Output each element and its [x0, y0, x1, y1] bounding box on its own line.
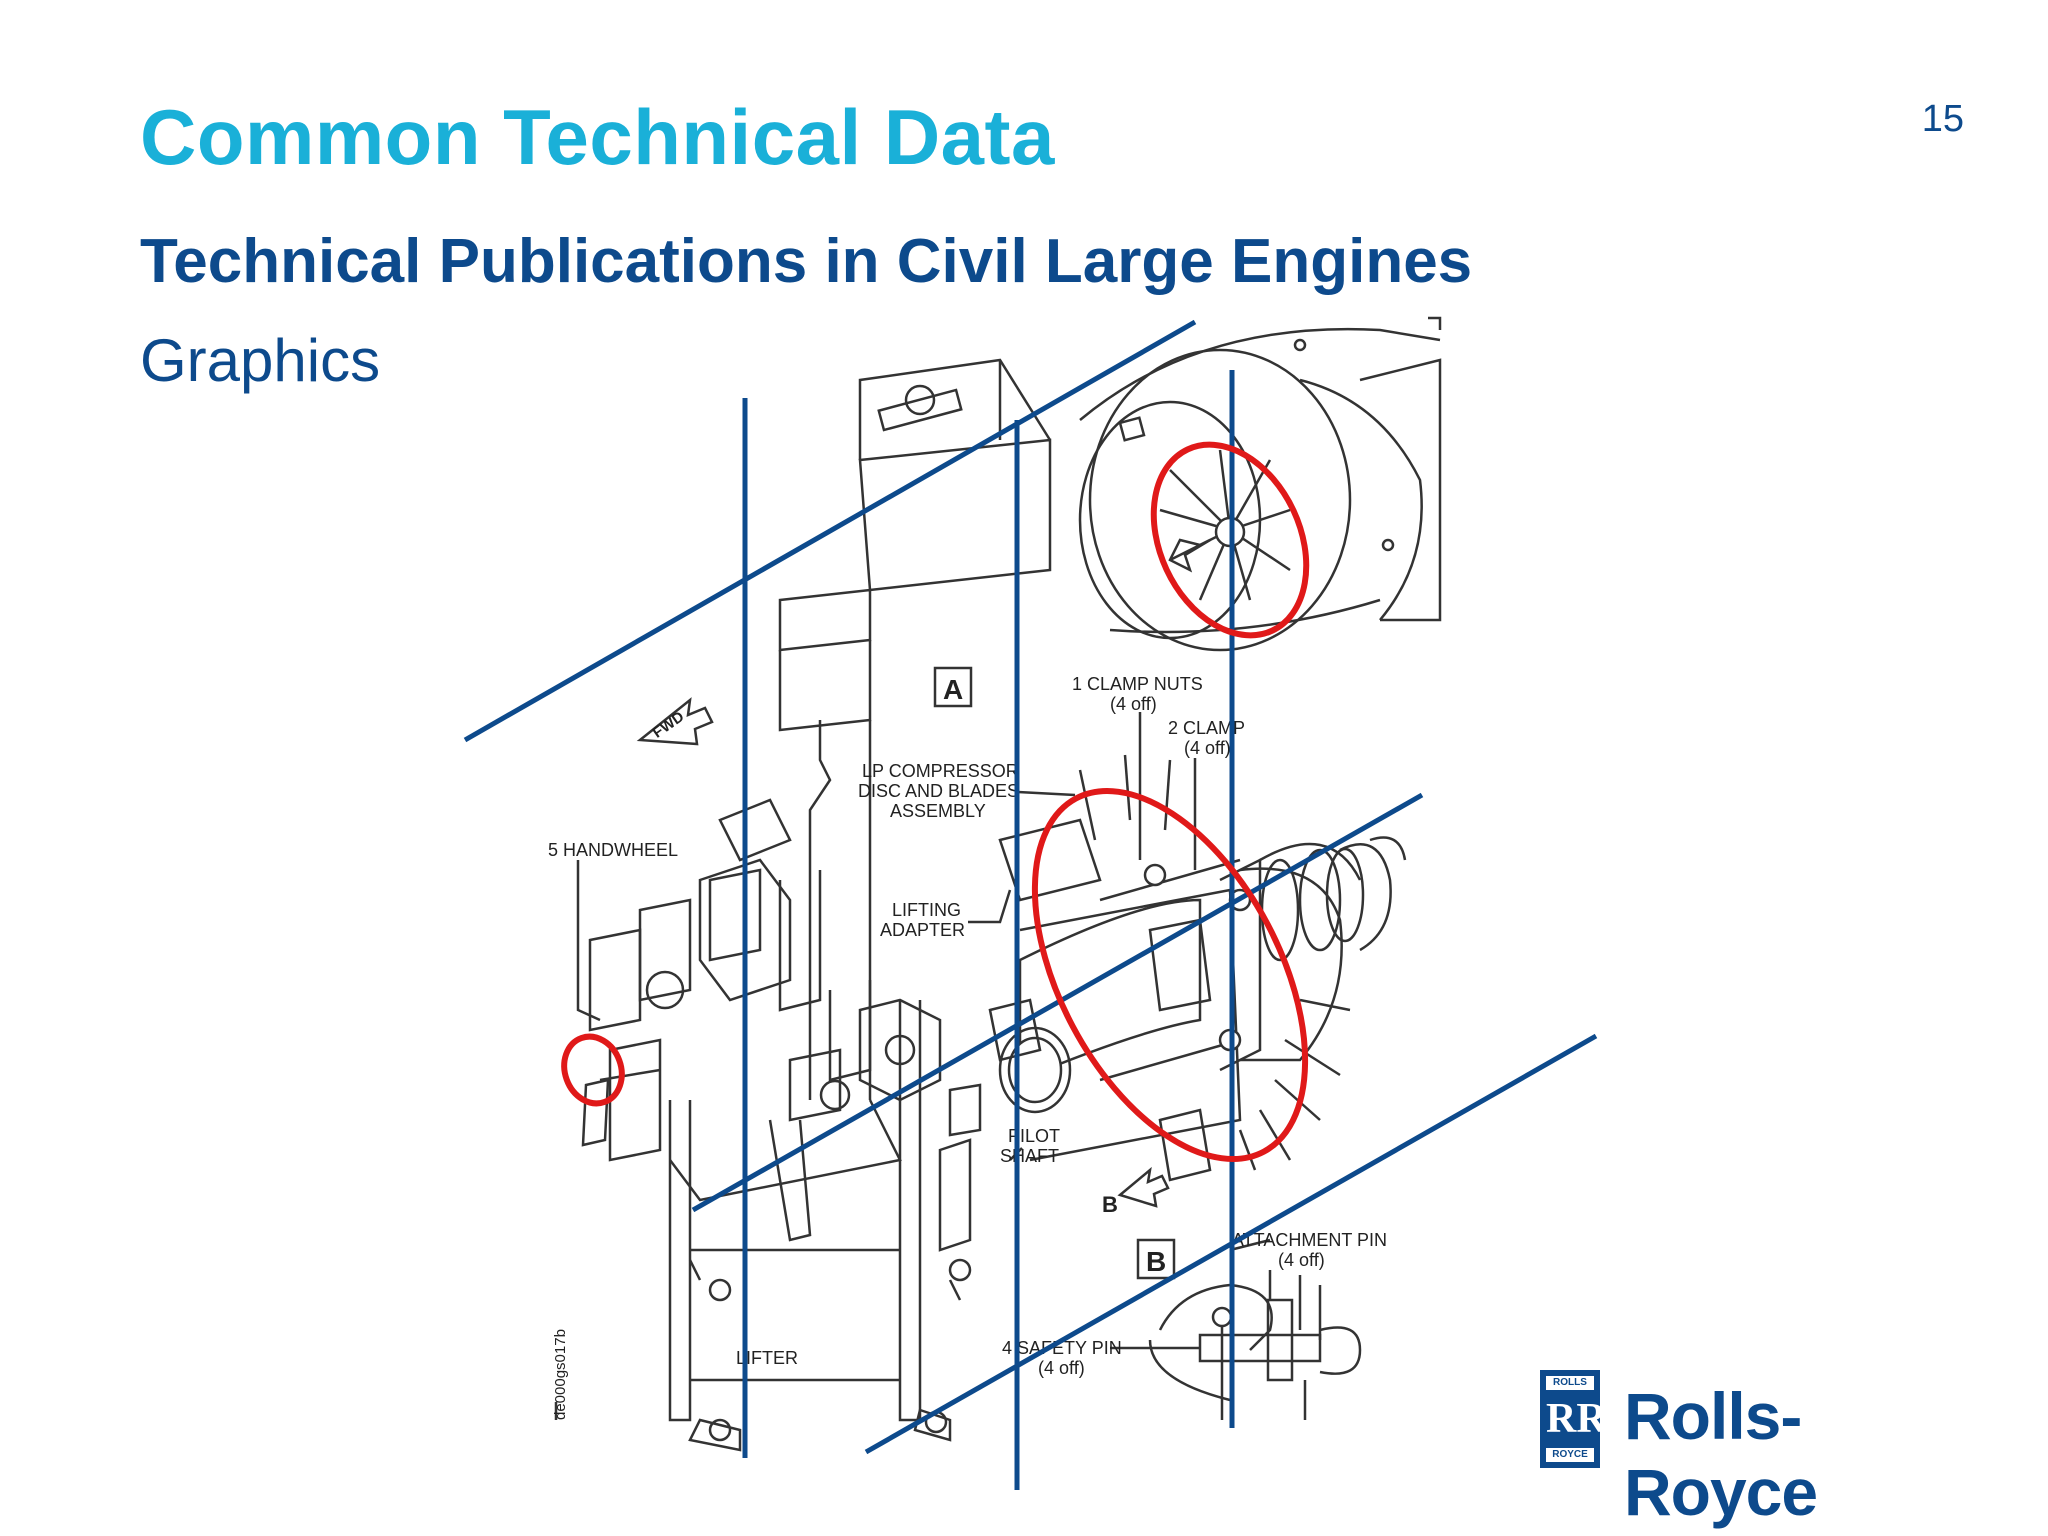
lifting-label: LIFTING — [892, 900, 961, 920]
shaft-label: SHAFT — [1000, 1146, 1059, 1166]
guide-line — [691, 792, 1424, 1213]
drawing-id-label: de000gs017b — [552, 1329, 569, 1420]
view-b-label: B — [1136, 1238, 1176, 1280]
rolls-royce-logo: ROLLS RR ROYCE Rolls-Royce — [1540, 1370, 1960, 1529]
attachment-pin-qty: (4 off) — [1278, 1250, 1325, 1270]
compressor-blades — [1078, 754, 1351, 1171]
clamp-nuts-label: 1 CLAMP NUTS — [1072, 674, 1203, 694]
logo-wordmark: Rolls-Royce — [1624, 1379, 1818, 1529]
arrow-b-label: B — [1102, 1192, 1118, 1217]
logo-badge: ROLLS RR ROYCE — [1540, 1370, 1607, 1468]
adapter-label: ADAPTER — [880, 920, 965, 940]
assembly-label: ASSEMBLY — [890, 801, 986, 821]
view-a-label: A — [933, 666, 973, 708]
guide-line — [463, 319, 1197, 743]
slide-title: Common Technical Data — [140, 93, 1055, 181]
clamp-qty: (4 off) — [1184, 738, 1231, 758]
handwheel-label: 5 HANDWHEEL — [548, 840, 678, 860]
lifter-label: LIFTER — [736, 1348, 798, 1368]
detail-b-drawing — [1148, 1270, 1362, 1420]
clamp-label: 2 CLAMP — [1168, 718, 1245, 738]
engine-drawing — [1078, 316, 1442, 652]
lp-compressor-label: LP COMPRESSOR — [862, 761, 1019, 781]
logo-badge-bottom: ROYCE — [1546, 1448, 1594, 1462]
logo-badge-top: ROLLS — [1546, 1376, 1594, 1390]
highlight-markers — [561, 441, 1310, 1162]
highlight-lifting-adapter — [1031, 788, 1309, 1162]
disc-blades-label: DISC AND BLADES — [858, 781, 1019, 801]
clamp-nuts-qty: (4 off) — [1110, 694, 1157, 714]
attachment-pin-label: ATTACHMENT PIN — [1232, 1230, 1387, 1250]
section-heading: Graphics — [140, 327, 381, 394]
lifter-drawing — [581, 358, 1052, 1452]
safety-pin-qty: (4 off) — [1038, 1358, 1085, 1378]
svg-text:B: B — [1146, 1246, 1166, 1277]
leader-lines — [554, 712, 1271, 1420]
slide-subtitle: Technical Publications in Civil Large En… — [140, 227, 1473, 296]
slide-number: 15 — [1921, 98, 1964, 140]
guide-lines — [463, 319, 1598, 1490]
highlight-fan-hub — [1150, 441, 1310, 639]
safety-pin-label: 4 SAFETY PIN — [1002, 1338, 1122, 1358]
svg-text:A: A — [943, 674, 963, 705]
logo-monogram: RR — [1546, 1396, 1607, 1442]
highlight-handwheel — [561, 1033, 625, 1107]
pilot-label: PILOT — [1008, 1126, 1060, 1146]
